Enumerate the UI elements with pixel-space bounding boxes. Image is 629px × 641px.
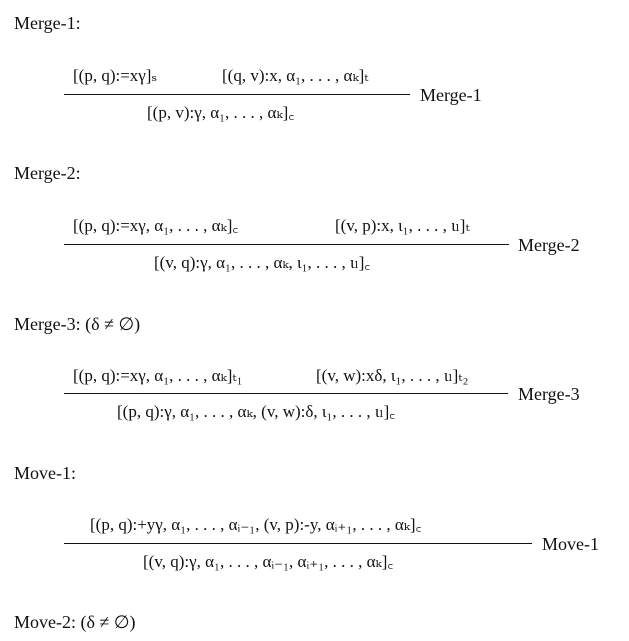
merge-2-premise-left: [(p, q):=xγ, α₁, . . . , αₖ]꜀ [73, 216, 239, 235]
merge-2-inference-bar [64, 244, 509, 245]
merge-3-premise-right: [(v, w):xδ, ι₁, . . . , ιₗ]ₜ₂ [316, 366, 469, 385]
merge-3-conclusion: [(p, q):γ, α₁, . . . , αₖ, (v, w):δ, ι₁,… [117, 402, 396, 421]
merge-1-rule-name: Merge-1 [420, 85, 482, 105]
move-1-inference-bar [64, 543, 532, 544]
merge-2-conclusion: [(v, q):γ, α₁, . . . , αₖ, ι₁, . . . , ι… [154, 253, 371, 272]
merge-2-premise-right: [(v, p):x, ι₁, . . . , ιₗ]ₜ [335, 216, 470, 235]
merge-2-rule-name: Merge-2 [518, 235, 580, 255]
move-1-conclusion: [(v, q):γ, α₁, . . . , αᵢ₋₁, αᵢ₊₁, . . .… [143, 552, 394, 571]
heading-merge-1: Merge-1: [14, 13, 81, 33]
heading-merge-3: Merge-3: (δ ≠ ∅) [14, 314, 141, 334]
merge-3-premise-left: [(p, q):=xγ, α₁, . . . , αₖ]ₜ₁ [73, 366, 243, 385]
move-1-premise: [(p, q):+yγ, α₁, . . . , αᵢ₋₁, (v, p):-y… [90, 515, 422, 534]
merge-3-inference-bar [64, 393, 508, 394]
heading-move-2: Move-2: (δ ≠ ∅) [14, 612, 136, 632]
heading-merge-2: Merge-2: [14, 163, 81, 183]
merge-1-inference-bar [64, 94, 410, 95]
heading-move-1: Move-1: [14, 463, 76, 483]
merge-1-conclusion: [(p, v):γ, α₁, . . . , αₖ]꜀ [147, 103, 295, 122]
merge-1-premise-right: [(q, v):x, α₁, . . . , αₖ]ₜ [222, 66, 369, 85]
merge-3-rule-name: Merge-3 [518, 384, 580, 404]
move-1-rule-name: Move-1 [542, 534, 599, 554]
merge-1-premise-left: [(p, q):=xγ]ₛ [73, 66, 158, 85]
